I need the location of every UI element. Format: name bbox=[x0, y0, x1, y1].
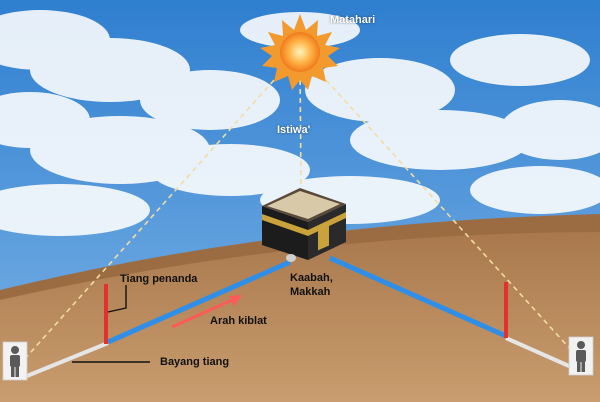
pole-shadow-right bbox=[505, 336, 579, 372]
clouds bbox=[0, 10, 600, 236]
direction-arrow bbox=[171, 295, 242, 329]
qibla-line-left bbox=[106, 259, 292, 345]
pole-label: Tiang penanda bbox=[120, 273, 198, 285]
ground bbox=[0, 232, 600, 402]
sun-label: Matahari bbox=[330, 14, 376, 26]
zenith-label: Istiwa' bbox=[277, 124, 311, 136]
sun-ray-line-right bbox=[307, 59, 583, 363]
kaaba-label-line2: Makkah bbox=[290, 286, 331, 298]
person-icon bbox=[2, 341, 28, 381]
sun-ray-line-left bbox=[21, 59, 293, 363]
sun-icon bbox=[260, 14, 340, 90]
qibla-line-right bbox=[328, 255, 508, 339]
sun-ray-line-center bbox=[299, 61, 302, 189]
shadow-label: Bayang tiang bbox=[160, 356, 230, 368]
person-icon bbox=[568, 336, 594, 376]
direction-label: Arah kiblat bbox=[210, 315, 267, 327]
pole-label-leader bbox=[107, 285, 127, 313]
kaaba-icon bbox=[262, 188, 346, 262]
pole-shadow-left bbox=[21, 341, 109, 380]
kaaba-label-line1: Kaabah, bbox=[290, 272, 333, 284]
